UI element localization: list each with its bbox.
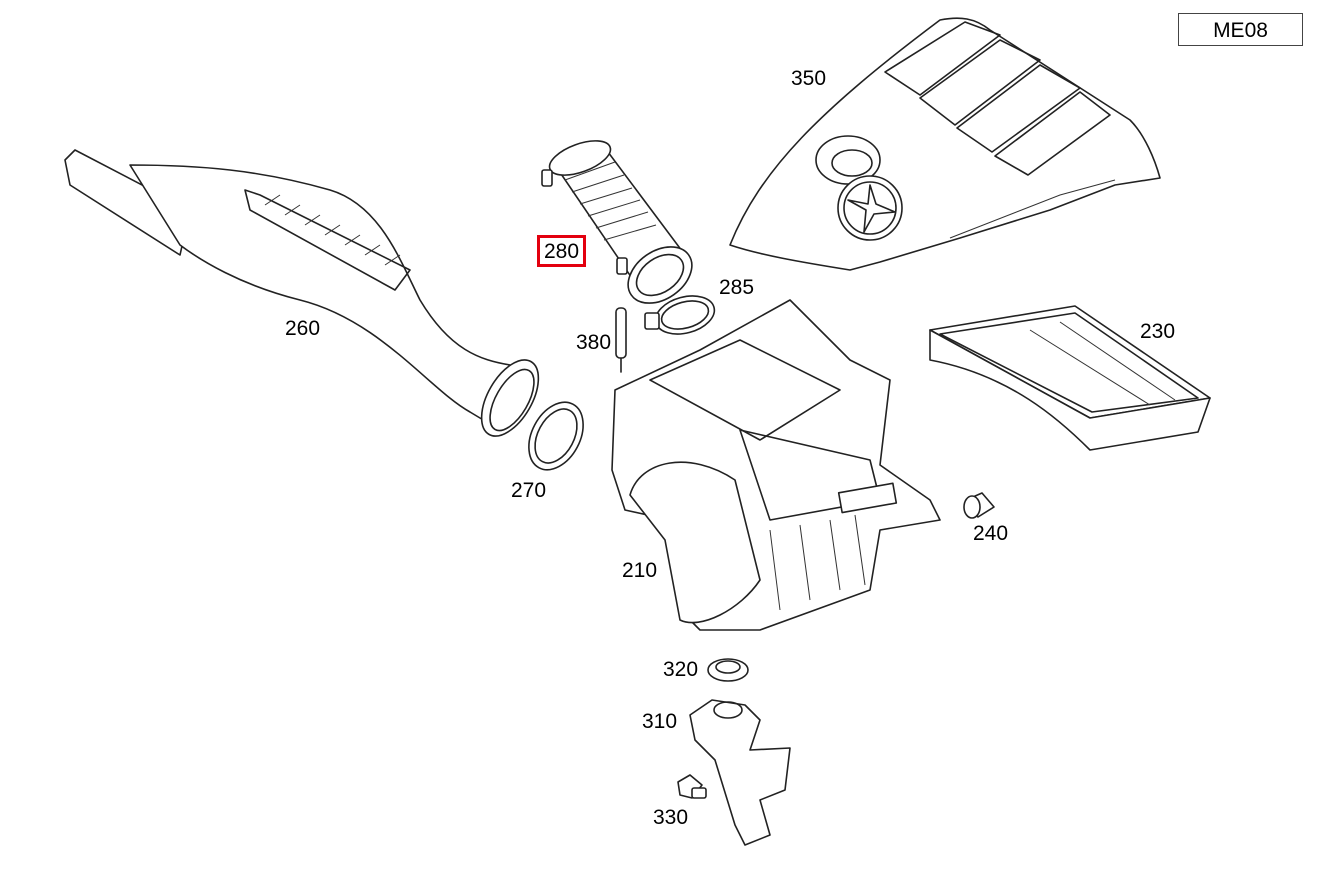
hose-clamp-drawing[interactable]	[644, 290, 719, 340]
air-filter-housing-drawing[interactable]	[611, 299, 941, 631]
sleeve-drawing[interactable]	[963, 492, 995, 519]
part-label-330[interactable]: 330	[653, 806, 689, 829]
part-label-280-selected[interactable]: 280	[537, 235, 587, 267]
sensor-drawing[interactable]	[615, 307, 627, 373]
part-label-230[interactable]: 230	[1140, 320, 1176, 343]
part-label-260[interactable]: 260	[285, 317, 321, 340]
part-label-285[interactable]: 285	[719, 276, 755, 299]
part-label-380[interactable]: 380	[576, 331, 612, 354]
part-label-240[interactable]: 240	[973, 522, 1009, 545]
diagram-code-box: ME08	[1178, 13, 1303, 46]
bolt-drawing[interactable]	[677, 774, 707, 799]
air-filter-drawing[interactable]	[929, 305, 1211, 451]
intake-duct-drawing[interactable]	[64, 149, 550, 445]
engine-cover-drawing[interactable]	[729, 17, 1161, 271]
part-label-270[interactable]: 270	[511, 479, 547, 502]
grommet-drawing[interactable]	[707, 658, 749, 682]
part-label-210[interactable]: 210	[622, 559, 658, 582]
seal-ring-drawing[interactable]	[518, 393, 594, 479]
part-label-310[interactable]: 310	[642, 710, 678, 733]
part-label-320[interactable]: 320	[663, 658, 699, 681]
mounting-bracket-drawing[interactable]	[689, 699, 791, 846]
part-label-350[interactable]: 350	[791, 67, 827, 90]
air-intake-hose-drawing[interactable]	[541, 134, 702, 315]
